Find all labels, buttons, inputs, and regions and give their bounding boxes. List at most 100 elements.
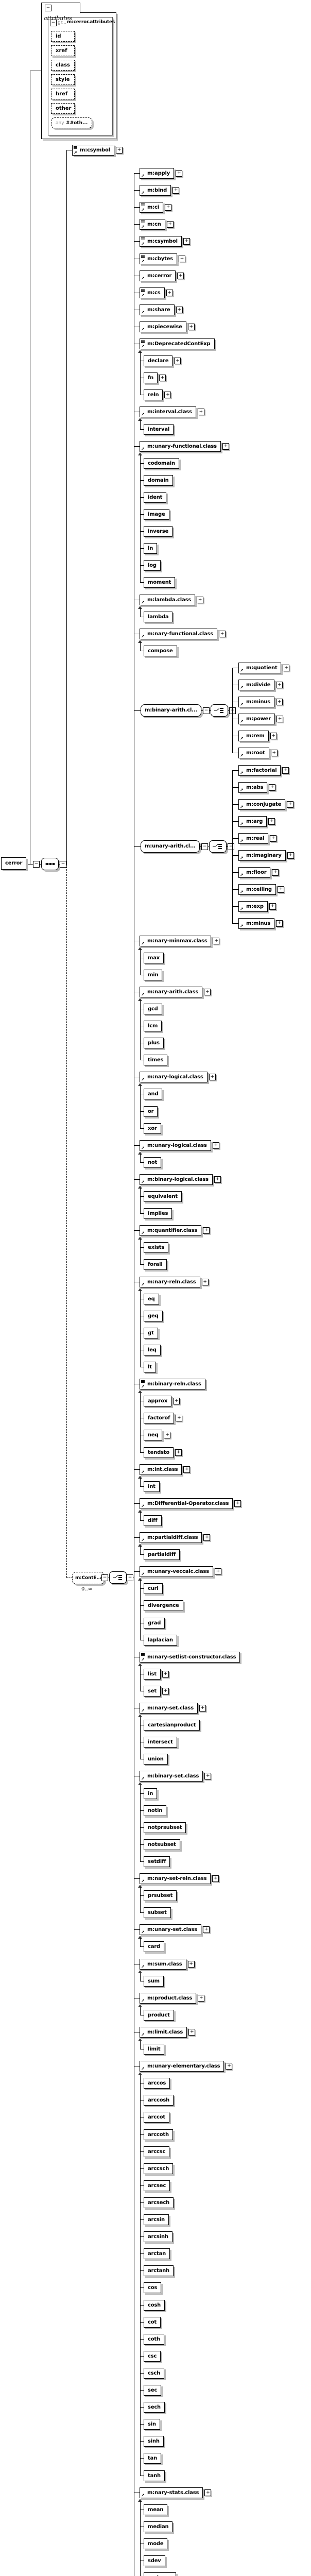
expand-button[interactable]: + (166, 221, 174, 228)
expand-button[interactable]: + (198, 1995, 205, 2002)
element-ref-m-binary-logical-class[interactable]: ↗m:binary-logical.class+ (140, 1174, 221, 1185)
member-element-log[interactable]: log (144, 560, 161, 571)
element-ref-m-csymbol[interactable]: ↗m:csymbol+ (140, 236, 190, 247)
member-element-subset[interactable]: subset (144, 1907, 171, 1918)
member-element-lambda[interactable]: lambda (144, 612, 173, 622)
member-element-approx[interactable]: approx+ (144, 1396, 180, 1406)
member-element-plus[interactable]: plus (144, 1038, 164, 1048)
expand-button[interactable]: + (201, 1279, 209, 1285)
member-element-ln[interactable]: ln (144, 543, 158, 554)
expand-button[interactable]: + (166, 290, 173, 296)
choice-compositor[interactable] (211, 704, 228, 717)
member-element-cos[interactable]: cos (144, 2282, 162, 2293)
member-element-moment[interactable]: moment (144, 577, 176, 588)
element-ref-m-factorial[interactable]: ↗m:factorial+ (238, 765, 289, 776)
element-ref-m-int-class[interactable]: ↗m:int.class+ (140, 1464, 191, 1475)
member-element-sum[interactable]: sum (144, 1976, 164, 1987)
element-ref-m-imaginary[interactable]: ↗m:imaginary+ (238, 850, 294, 861)
member-element-median[interactable]: median (144, 2521, 173, 2532)
element-ref-m-partialdiff-class[interactable]: ↗m:partialdiff.class+ (140, 1532, 211, 1543)
element-ref-m-ci[interactable]: ↗m:ci+ (140, 202, 171, 213)
member-element-ident[interactable]: ident (144, 492, 167, 503)
choice-compositor[interactable] (109, 1571, 127, 1584)
element-ref-m-piecewise[interactable]: ↗m:piecewise+ (140, 321, 195, 332)
member-element-gcd[interactable]: gcd (144, 1004, 162, 1014)
member-element-tan[interactable]: tan (144, 2453, 162, 2464)
member-element-product[interactable]: product (144, 2010, 174, 2021)
member-element-arccos[interactable]: arccos (144, 2078, 170, 2089)
expand-button[interactable]: + (197, 597, 204, 603)
member-element-notsubset[interactable]: notsubset (144, 1839, 180, 1850)
expand-button[interactable]: + (214, 1568, 221, 1575)
member-element-int[interactable]: int (144, 1481, 160, 1492)
expand-button[interactable]: + (268, 818, 275, 825)
member-element-diff[interactable]: diff (144, 1515, 162, 1526)
element-ref-m-nary-minmax-class[interactable]: ↗m:nary-minmax.class+ (140, 936, 220, 946)
element-ref-m-lambda-class[interactable]: ↗m:lambda.class+ (140, 595, 204, 605)
element-ref-m-cs[interactable]: ↗m:cs+ (140, 287, 173, 298)
expand-button[interactable]: + (287, 852, 294, 859)
expand-button[interactable]: + (187, 324, 195, 330)
expand-button[interactable]: + (203, 1227, 210, 1234)
expand-button[interactable]: + (204, 1773, 212, 1780)
expand-button[interactable]: + (175, 1449, 182, 1456)
element-ref-m-csymbol[interactable]: ↗m:csymbol+ (72, 145, 123, 156)
any-attribute-wildcard[interactable]: any ##oth... (51, 117, 93, 128)
member-element-arcsec[interactable]: arcsec (144, 2180, 170, 2191)
group-ref-contexp[interactable]: m:ContE... (72, 1572, 105, 1584)
expand-button[interactable]: + (174, 358, 181, 364)
element-ref-m-minus[interactable]: ↗m:minus+ (238, 697, 283, 708)
element-ref-m-interval-class[interactable]: ↗m:interval.class+ (140, 406, 204, 417)
expand-button[interactable]: + (214, 1176, 221, 1183)
collapse-button[interactable]: − (101, 1574, 108, 1581)
member-element-tendsto[interactable]: tendsto+ (144, 1447, 182, 1458)
element-ref-m-quotient[interactable]: ↗m:quotient+ (238, 662, 290, 673)
expand-button[interactable]: + (276, 699, 283, 706)
member-element-csch[interactable]: csch (144, 2368, 165, 2379)
expand-button[interactable]: + (209, 1074, 216, 1080)
expand-button[interactable]: + (226, 2063, 233, 2070)
member-element-arctan[interactable]: arctan (144, 2248, 170, 2259)
member-element-forall[interactable]: forall (144, 1259, 167, 1270)
element-ref-m-unary-set-class[interactable]: ↗m:unary-set.class+ (140, 1924, 210, 1935)
expand-button[interactable]: + (197, 409, 204, 415)
expand-button[interactable]: + (277, 886, 284, 893)
element-ref-m-cbytes[interactable]: ↗m:cbytes+ (140, 253, 185, 264)
element-ref-m-unary-elementary-class[interactable]: ↗m:unary-elementary.class+ (140, 2061, 233, 2072)
expand-button[interactable]: + (162, 1671, 169, 1677)
member-element-notprsubset[interactable]: notprsubset (144, 1822, 186, 1833)
expand-button[interactable]: + (176, 170, 183, 177)
expand-button[interactable]: + (218, 631, 226, 637)
member-element-lt[interactable]: lt (144, 1362, 156, 1372)
element-ref-m-nary-arith-class[interactable]: ↗m:nary-arith.class+ (140, 987, 211, 997)
element-ref-m-nary-functional-class[interactable]: ↗m:nary-functional.class+ (140, 629, 226, 639)
member-element-partialdiff[interactable]: partialdiff (144, 1549, 180, 1560)
member-element-arccsc[interactable]: arccsc (144, 2146, 170, 2157)
member-element-sdev[interactable]: sdev (144, 2555, 165, 2566)
member-element-grad[interactable]: grad (144, 1618, 165, 1629)
sequence-compositor[interactable] (41, 858, 59, 870)
member-element-variance[interactable]: variance (144, 2572, 176, 2576)
expand-button[interactable]: + (277, 716, 283, 723)
attribute-box-class[interactable]: class (51, 60, 75, 71)
element-ref-m-nary-setlist-constructor-class[interactable]: ↗m:nary-setlist-constructor.class (140, 1652, 240, 1663)
root-element-cerror[interactable]: cerror (1, 857, 27, 870)
expand-button[interactable]: + (178, 256, 185, 262)
member-element-min[interactable]: min (144, 970, 163, 980)
collapse-button[interactable]: − (33, 861, 40, 868)
element-ref-m-floor[interactable]: ↗m:floor+ (238, 867, 279, 878)
group-ref-m-binary-arith-cl-[interactable]: m:binary-arith.cl... (141, 704, 202, 717)
choice-compositor[interactable] (209, 840, 227, 853)
expand-button[interactable]: + (276, 682, 283, 688)
member-element-geq[interactable]: geq (144, 1311, 163, 1321)
expand-button[interactable]: + (282, 767, 289, 774)
member-element-prsubset[interactable]: prsubset (144, 1890, 177, 1901)
expand-button[interactable]: + (162, 1688, 169, 1694)
member-element-neq[interactable]: neq+ (144, 1430, 171, 1440)
expand-button[interactable]: + (222, 443, 229, 450)
collapse-button[interactable]: − (127, 1574, 133, 1581)
element-ref-m-cn[interactable]: ↗m:cn+ (140, 219, 174, 230)
member-element-notin[interactable]: notin (144, 1805, 167, 1816)
member-element-gt[interactable]: gt (144, 1328, 158, 1338)
expand-button[interactable]: + (204, 989, 211, 995)
